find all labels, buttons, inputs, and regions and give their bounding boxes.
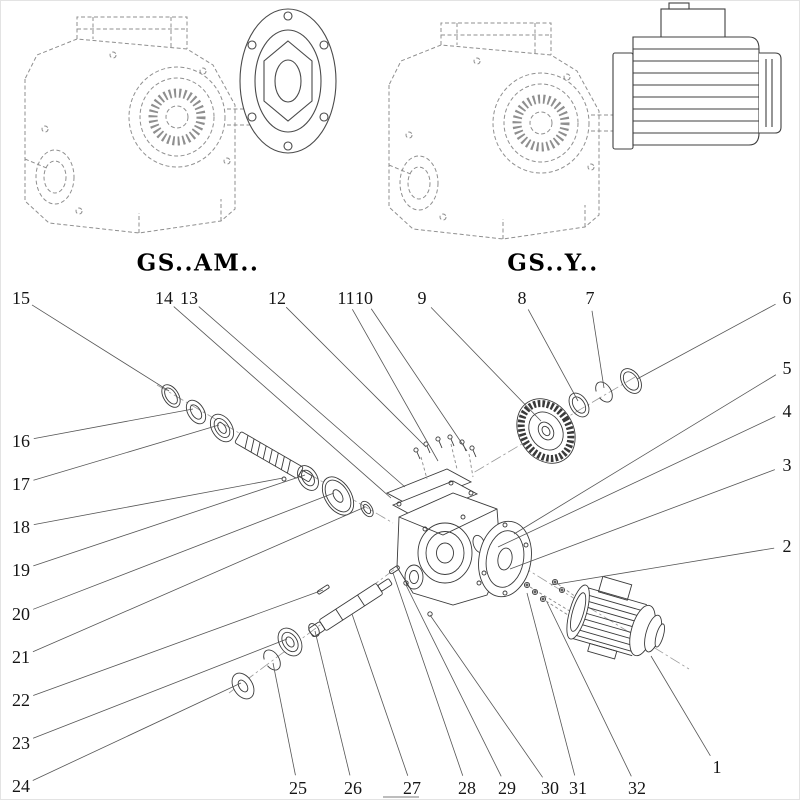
callout-27: 27 [403,778,421,798]
output-shaft [308,578,393,638]
leader-line-23 [32,638,288,739]
callout-7: 7 [585,288,595,308]
motor-exploded [566,575,665,660]
leader-line-8 [527,309,579,402]
exploded-view [156,368,690,700]
callout-22: 22 [12,690,30,710]
leader-line-16 [33,408,194,440]
callout-15: 15 [12,288,30,308]
leader-line-7 [591,310,605,389]
leader-line-17 [33,424,220,481]
leader-line-1 [650,655,711,757]
leader-line-28 [392,572,464,776]
leader-line-18 [33,477,284,526]
leader-line-4 [497,416,776,548]
circlip [263,649,281,671]
callout-21: 21 [12,647,30,667]
leader-line-27 [351,613,409,776]
callout-14: 14 [155,288,173,308]
output-chain [231,565,433,700]
leader-line-10 [370,308,468,452]
leader-line-29 [405,584,502,777]
gearbox-outline-y [389,23,625,239]
callout-28: 28 [458,778,476,798]
leader-line-9 [430,307,542,422]
callout-17: 17 [12,474,30,494]
model-label-gs-y: GS..Y.. [507,249,599,277]
leader-line-32 [546,601,632,777]
callout-23: 23 [12,733,30,753]
leader-line-5 [513,374,777,535]
shaft-key [389,565,400,575]
callout-12: 12 [268,288,286,308]
worm-shaft [234,431,313,482]
callout-30: 30 [541,778,559,798]
leader-line-20 [32,492,335,610]
callout-24: 24 [12,776,30,796]
callout-5: 5 [782,358,792,378]
callout-1: 1 [712,757,722,777]
leader-line-26 [314,630,351,776]
gearbox-outline-am [25,17,261,233]
leader-line-3 [509,469,775,570]
callout-18: 18 [12,517,30,537]
callout-31: 31 [569,778,587,798]
callout-6: 6 [782,288,792,308]
callout-9: 9 [417,288,427,308]
callout-13: 13 [180,288,198,308]
leader-line-15 [31,304,170,392]
callout-20: 20 [12,604,30,624]
callout-32: 32 [628,778,646,798]
callout-3: 3 [782,455,792,475]
callout-29: 29 [498,778,516,798]
leader-line-21 [32,506,366,653]
callout-2: 2 [782,536,792,556]
callout-16: 16 [12,431,30,451]
leader-line-24 [32,682,242,781]
leader-line-19 [33,474,306,567]
leader-line-12 [285,306,427,448]
callout-10: 10 [355,288,373,308]
leader-line-11 [352,309,439,462]
helical-gear [516,398,576,464]
leader-line-13 [198,306,406,488]
callout-4: 4 [782,401,792,421]
callout-11: 11 [337,288,355,308]
motor-drawing [612,2,782,150]
leader-lines [31,303,777,781]
callout-25: 25 [289,778,307,798]
cover-screws [413,434,477,460]
leader-line-2 [550,547,775,586]
input-chain [161,384,374,518]
callout-19: 19 [12,560,30,580]
screw-guides [420,443,474,480]
leader-line-14 [173,306,392,499]
model-label-gs-am: GS..AM.. [136,249,260,277]
page-edge-mark [383,796,419,798]
output-flange-cover [472,520,532,598]
callout-26: 26 [344,778,362,798]
flange-drawing [239,8,337,154]
gear-housing [396,492,502,606]
leader-line-30 [429,614,543,778]
circlip [595,381,613,403]
callout-8: 8 [517,288,527,308]
leader-line-25 [272,662,296,776]
leader-line-6 [636,303,776,380]
pin [317,584,330,595]
leader-line-22 [33,589,324,696]
leader-line-31 [526,592,576,776]
gear-stack [516,368,642,464]
